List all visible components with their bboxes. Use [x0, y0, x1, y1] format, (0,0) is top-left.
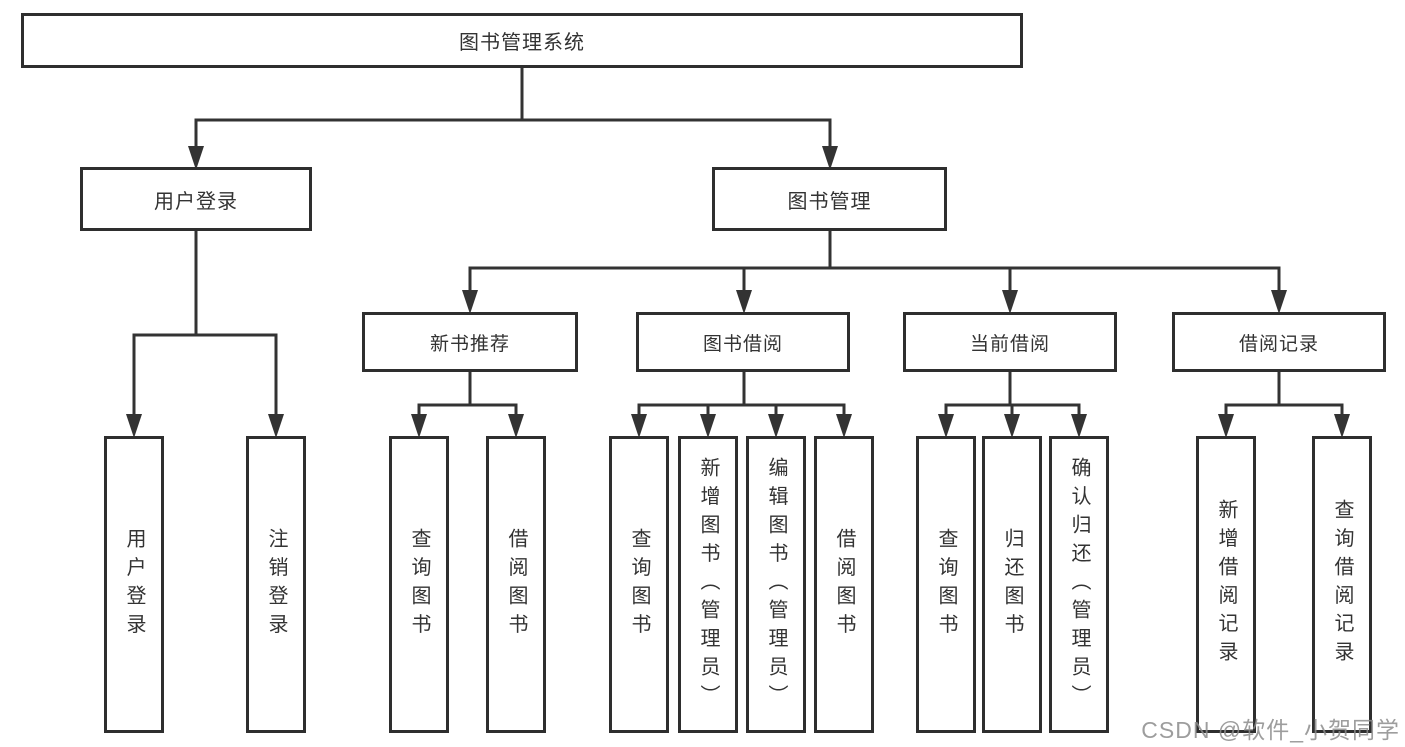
connector-new-book-recommendation-split — [411, 368, 524, 438]
leaf-label: 借阅图书 — [833, 527, 855, 642]
leaf-query-books-recommend: 查询图书 — [389, 436, 449, 733]
leaf-label: 新增图书（管理员） — [697, 456, 719, 713]
node-current-borrowing: 当前借阅 — [903, 312, 1117, 372]
node-new-book-recommendation: 新书推荐 — [362, 312, 578, 372]
leaf-label: 用户登录 — [123, 527, 145, 642]
node-label: 当前借阅 — [969, 333, 1050, 355]
node-borrowing-records: 借阅记录 — [1172, 312, 1386, 372]
leaf-user-login: 用户登录 — [104, 436, 164, 733]
node-label: 新书推荐 — [429, 333, 510, 355]
leaf-logout: 注销登录 — [246, 436, 306, 733]
leaf-edit-books-admin: 编辑图书（管理员） — [746, 436, 806, 733]
leaf-borrow-books-recommend: 借阅图书 — [486, 436, 546, 733]
leaf-label: 新增借阅记录 — [1215, 499, 1237, 670]
leaf-label: 借阅图书 — [505, 527, 527, 642]
node-label: 借阅记录 — [1238, 333, 1319, 355]
node-book-borrowing: 图书借阅 — [636, 312, 850, 372]
leaf-label: 注销登录 — [265, 527, 287, 642]
node-label: 图书管理 — [787, 190, 872, 213]
connector-borrowing-records-split — [1218, 368, 1350, 438]
connector-book-borrowing-split — [631, 368, 852, 438]
node-label: 图书管理系统 — [459, 32, 585, 54]
node-user-login: 用户登录 — [80, 167, 312, 231]
csdn-watermark: CSDN @软件_小贺同学 — [1141, 717, 1400, 743]
leaf-label: 查询图书 — [628, 527, 650, 642]
leaf-confirm-return-admin: 确认归还（管理员） — [1049, 436, 1109, 733]
leaf-label: 查询借阅记录 — [1331, 499, 1353, 670]
leaf-add-borrow-record: 新增借阅记录 — [1196, 436, 1256, 733]
node-label: 图书借阅 — [702, 333, 783, 355]
leaf-borrow-books-borrow: 借阅图书 — [814, 436, 874, 733]
leaf-return-books: 归还图书 — [982, 436, 1042, 733]
leaf-add-books-admin: 新增图书（管理员） — [678, 436, 738, 733]
connector-current-borrowing-split — [938, 368, 1087, 438]
leaf-label: 查询图书 — [408, 527, 430, 642]
node-book-management: 图书管理 — [712, 167, 947, 231]
leaf-query-books-current: 查询图书 — [916, 436, 976, 733]
node-label: 用户登录 — [154, 190, 238, 213]
leaf-query-books-borrow: 查询图书 — [609, 436, 669, 733]
leaf-label: 编辑图书（管理员） — [765, 456, 787, 713]
connector-book-management-to-l3 — [462, 227, 1287, 314]
leaf-label: 查询图书 — [935, 527, 957, 642]
connector-root-to-l2 — [188, 64, 838, 170]
node-library-management-system: 图书管理系统 — [21, 13, 1023, 68]
leaf-label: 归还图书 — [1001, 527, 1023, 642]
leaf-label: 确认归还（管理员） — [1068, 456, 1090, 713]
connector-user-login-split — [126, 227, 284, 438]
leaf-query-borrow-record: 查询借阅记录 — [1312, 436, 1372, 733]
